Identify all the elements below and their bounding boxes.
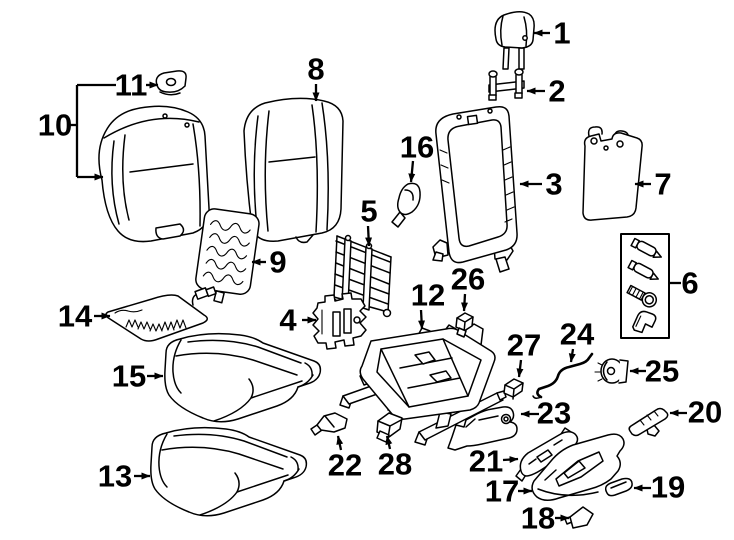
- callout-22: 22: [328, 448, 362, 483]
- callout-17: 17: [485, 474, 519, 509]
- callout-26: 26: [451, 262, 485, 297]
- part-headrest-guide-cap: [155, 70, 187, 96]
- callout-19: 19: [651, 470, 685, 505]
- callout-14: 14: [58, 299, 93, 334]
- part-bracket-22: [310, 412, 348, 436]
- hardware-bolt: [626, 284, 658, 308]
- part-hook-bracket: [391, 182, 421, 228]
- hardware-clip: [632, 310, 657, 334]
- hardware-pin-1: [630, 237, 662, 259]
- callout-25: 25: [645, 354, 679, 389]
- callout-arrow-21: [502, 456, 519, 464]
- callout-21: 21: [469, 444, 503, 479]
- callout-arrow-22: [336, 435, 344, 451]
- part-seat-track-frame: [339, 323, 507, 446]
- part-headrest: [494, 11, 535, 70]
- callout-arrow-26: [461, 293, 468, 312]
- callout-8: 8: [307, 52, 324, 87]
- callout-2: 2: [548, 74, 565, 109]
- part-headrest-guide: [488, 68, 525, 101]
- callout-24: 24: [560, 317, 595, 352]
- part-clip-28: [376, 412, 404, 443]
- callout-arrow-12: [418, 309, 426, 330]
- callout-7: 7: [654, 167, 671, 202]
- part-clip-26: [455, 312, 474, 338]
- callout-20: 20: [688, 395, 722, 430]
- callout-arrow-24: [568, 348, 576, 363]
- part-clip-27: [503, 378, 524, 400]
- part-seat-back-frame: [432, 105, 518, 273]
- callout-arrow-5: [365, 225, 373, 247]
- callout-11: 11: [115, 68, 148, 103]
- part-trim-strip: [628, 407, 669, 437]
- callout-5: 5: [360, 194, 377, 229]
- part-seat-cushion: [150, 426, 308, 517]
- part-link-plate: [447, 406, 518, 451]
- callout-28: 28: [378, 447, 412, 482]
- callout-4: 4: [279, 303, 297, 338]
- callout-16: 16: [400, 130, 434, 165]
- callout-12: 12: [411, 278, 445, 313]
- part-lumbar-bracket: [312, 292, 367, 350]
- part-seat-back-assembly: [98, 105, 210, 243]
- callout-6: 6: [681, 266, 698, 301]
- callout-10: 10: [38, 108, 72, 143]
- hardware-pin-2: [627, 259, 659, 281]
- callout-3: 3: [545, 167, 562, 202]
- callout-15: 15: [112, 359, 146, 394]
- part-seat-back-heater: [195, 208, 260, 304]
- part-seat-back-panel: [582, 126, 643, 221]
- part-trim-19: [604, 477, 633, 497]
- part-hardware-kit: [620, 233, 670, 339]
- part-adjuster-cable: [532, 352, 594, 400]
- callout-23: 23: [537, 396, 571, 431]
- callout-13: 13: [98, 459, 132, 494]
- callout-arrow-16: [408, 160, 416, 183]
- callout-18: 18: [521, 501, 555, 536]
- part-adjuster-knob: [594, 358, 629, 384]
- callout-1: 1: [553, 16, 570, 51]
- part-side-shield: [531, 433, 625, 501]
- part-seat-cushion-heater: [105, 286, 217, 342]
- callout-9: 9: [269, 245, 286, 280]
- part-cap-18: [564, 506, 594, 529]
- part-recliner-bracket: [515, 427, 579, 482]
- part-seat-back-cover: [243, 97, 344, 244]
- callout-arrow-27: [516, 359, 524, 378]
- callout-arrow-28: [385, 435, 393, 450]
- part-seat-cushion-pad: [164, 332, 322, 423]
- callout-27: 27: [507, 328, 541, 363]
